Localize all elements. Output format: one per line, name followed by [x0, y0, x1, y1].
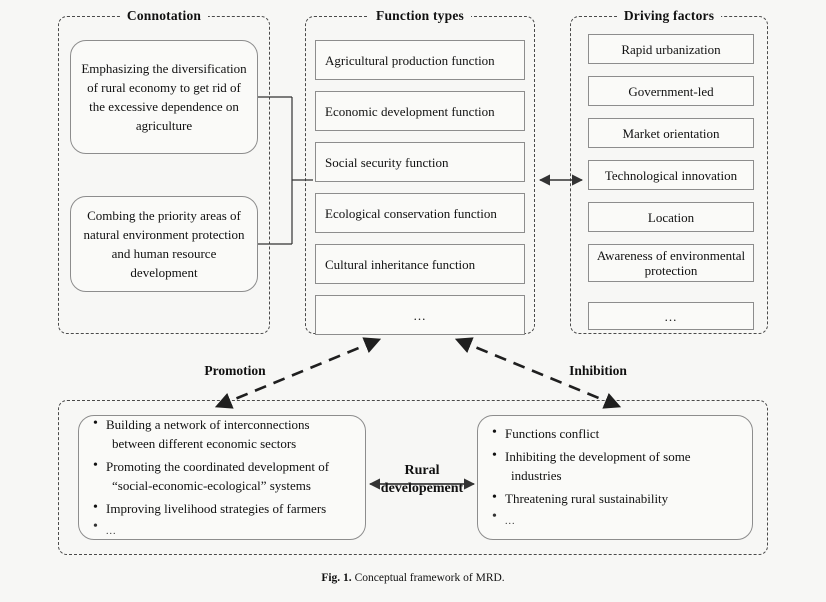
function-type-item-3-label: Social security function [325, 154, 449, 170]
panel-rural-development-outcomes [58, 400, 768, 555]
figure-caption-prefix: Fig. 1. [321, 572, 352, 584]
rural-development-label-line2: developement [380, 481, 464, 496]
connotation-box-1: Emphasizing the diversification of rural… [70, 40, 258, 154]
driving-factor-item-5-label: Location [647, 209, 695, 225]
driving-factor-item-5: Location [588, 202, 754, 232]
promotion-label: Promotion [204, 363, 266, 378]
promotion-outcomes-box: Building a network of interconnectionsbe… [78, 414, 366, 541]
panel-connotation-title: Connotation [59, 6, 269, 26]
inhibition-outcomes-box: Functions conflict Inhibiting the develo… [477, 415, 753, 540]
driving-factor-item-7: ... [588, 302, 754, 330]
function-type-item-2: Economic development function [315, 91, 525, 131]
inhibition-bullet-2: Inhibiting the development of someindust… [492, 446, 738, 485]
driving-factor-item-2-label: Government-led [628, 83, 714, 99]
connotation-box-2-text: Combing the priority areas of natural en… [83, 208, 245, 280]
rural-development-label-line1: Rural [404, 463, 440, 478]
driving-factor-item-3: Market orientation [588, 118, 754, 148]
function-type-item-6: ... [315, 295, 525, 335]
promotion-bullet-4: ... [93, 517, 351, 541]
function-type-item-2-label: Economic development function [325, 103, 495, 119]
figure-caption: Fig. 1. Conceptual framework of MRD. [0, 572, 826, 584]
promotion-bullet-2: Promoting the coordinated development of… [93, 456, 351, 495]
function-type-item-5-label: Cultural inheritance function [325, 256, 476, 272]
panel-connotation: Connotation [58, 6, 270, 334]
panel-driving-factors-title: Driving factors [571, 6, 767, 26]
driving-factor-item-6: Awareness of environmental protection [588, 244, 754, 282]
driving-factor-item-1-label: Rapid urbanization [621, 41, 721, 57]
function-type-item-3: Social security function [315, 142, 525, 182]
figure-caption-text: Conceptual framework of MRD. [354, 572, 505, 584]
driving-factor-item-2: Government-led [588, 76, 754, 106]
inhibition-bullet-1: Functions conflict [492, 423, 738, 443]
promotion-bullet-list: Building a network of interconnectionsbe… [93, 414, 351, 541]
inhibition-label: Inhibition [569, 363, 627, 378]
panel-function-types-title: Function types [306, 6, 534, 26]
driving-factor-item-3-label: Market orientation [622, 125, 720, 141]
driving-factor-item-4: Technological innovation [588, 160, 754, 190]
panel-driving-factors: Driving factors [570, 6, 768, 334]
inhibition-bullet-3: Threatening rural sustainability [492, 488, 738, 508]
driving-factor-item-1: Rapid urbanization [588, 34, 754, 64]
inhibition-bullet-4: ... [492, 507, 738, 531]
function-type-item-1: Agricultural production function [315, 40, 525, 80]
function-type-item-1-label: Agricultural production function [325, 52, 495, 68]
promotion-bullet-3: Improving livelihood strategies of farme… [93, 498, 351, 518]
connotation-box-2: Combing the priority areas of natural en… [70, 196, 258, 292]
promotion-bullet-1: Building a network of interconnectionsbe… [93, 414, 351, 453]
function-type-item-6-label: ... [413, 307, 427, 323]
function-type-item-4-label: Ecological conservation function [325, 205, 497, 221]
function-type-item-5: Cultural inheritance function [315, 244, 525, 284]
inhibition-bullet-list: Functions conflict Inhibiting the develo… [492, 423, 738, 531]
connotation-box-1-text: Emphasizing the diversification of rural… [81, 61, 247, 133]
rural-development-label: Rural developement [372, 462, 472, 498]
driving-factor-item-6-label: Awareness of environmental protection [596, 248, 746, 278]
function-type-item-4: Ecological conservation function [315, 193, 525, 233]
driving-factor-item-7-label: ... [664, 308, 678, 324]
driving-factor-item-4-label: Technological innovation [604, 167, 738, 183]
